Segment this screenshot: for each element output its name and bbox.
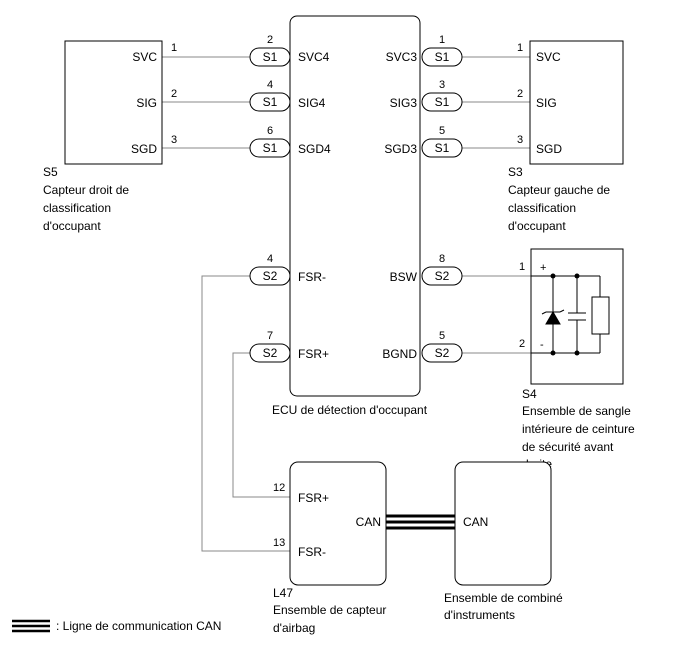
combination-meter-box: [454, 461, 552, 586]
legend-text: : Ligne de communication CAN: [56, 619, 221, 633]
s3-desc-line-2: classification: [508, 201, 576, 215]
svg-text:S1: S1: [263, 95, 278, 109]
s3-desc-line-1: Capteur gauche de: [508, 183, 610, 197]
l47-pin-12: 12: [273, 482, 285, 494]
connector-s2-left-2: S2: [249, 343, 291, 363]
s3-terminal-sgd: SGD: [536, 142, 562, 156]
ecu-terminal-sgd3: SGD3: [384, 142, 417, 156]
s4-diode-icon: [545, 311, 561, 325]
s4-pin-1: 1: [519, 261, 525, 273]
ecu-pin-right-2: 3: [439, 79, 445, 91]
wire-fsr-minus: [201, 275, 290, 552]
ecu-pin-left-2: 4: [267, 79, 273, 91]
s4-desc-line-1: Ensemble de sangle: [522, 404, 631, 418]
ecu-box: [289, 15, 421, 397]
connector-s1-left-2: S1: [249, 92, 291, 112]
s4-junction-dot: [574, 350, 580, 356]
l47-desc-line-2: d'airbag: [273, 621, 315, 635]
connector-s1-right-1: S1: [421, 47, 463, 67]
wires: [162, 56, 531, 552]
svg-text:S2: S2: [263, 269, 278, 283]
svg-text:S1: S1: [435, 141, 450, 155]
s4-switch-box: [530, 248, 624, 385]
ecu-terminal-bgnd: BGND: [382, 347, 417, 361]
s5-pin-3: 3: [171, 134, 177, 146]
s3-pin-3: 3: [517, 134, 523, 146]
ecu-pin-left-1: 2: [267, 34, 273, 46]
ecu-terminal-sig4: SIG4: [298, 96, 326, 110]
ecu-pin-right-5: 5: [439, 330, 445, 342]
s4-junction-dot: [550, 350, 556, 356]
ecu-name: ECU de détection d'occupant: [272, 403, 428, 417]
s3-sensor-box: [529, 40, 624, 165]
connector-s1-left-3: S1: [249, 138, 291, 158]
combi-terminal-can: CAN: [463, 515, 488, 529]
ecu-pin-left-4: 4: [267, 253, 273, 265]
ecu-terminal-sgd4: SGD4: [298, 142, 331, 156]
l47-terminal-fsr-plus: FSR+: [298, 491, 329, 505]
s5-desc-line-2: classification: [43, 201, 111, 215]
l47-terminal-can: CAN: [356, 515, 381, 529]
svg-text:S2: S2: [435, 346, 450, 360]
ecu-pin-left-5: 7: [267, 330, 273, 342]
s4-desc-line-2: intérieure de ceinture: [522, 422, 635, 436]
s3-terminal-svc: SVC: [536, 50, 561, 64]
s5-code: S5: [43, 165, 58, 179]
s5-pin-1: 1: [171, 42, 177, 54]
connector-s1-left-1: S1: [249, 47, 291, 67]
svg-text:S1: S1: [435, 95, 450, 109]
s4-pin-2: 2: [519, 338, 525, 350]
l47-code: L47: [273, 586, 293, 600]
s4-internal-circuit: [531, 275, 610, 354]
s5-desc-line-3: d'occupant: [43, 219, 101, 233]
s3-pin-2: 2: [517, 88, 523, 100]
s5-terminal-svc: SVC: [132, 50, 157, 64]
l47-terminal-fsr-minus: FSR-: [298, 545, 326, 559]
svg-text:S2: S2: [263, 346, 278, 360]
legend-can-line-icon: [12, 619, 50, 633]
ecu-pin-left-3: 6: [267, 125, 273, 137]
s4-junction-dot: [574, 273, 580, 279]
ecu-terminal-svc3: SVC3: [386, 50, 418, 64]
connector-s1-right-2: S1: [421, 92, 463, 112]
ecu-terminal-svc4: SVC4: [298, 50, 330, 64]
combi-desc-line-1: Ensemble de combiné: [444, 591, 563, 605]
ecu-pin-right-1: 1: [439, 34, 445, 46]
wire-fsr-plus: [232, 352, 290, 498]
l47-desc-line-1: Ensemble de capteur: [273, 603, 386, 617]
s4-code: S4: [522, 387, 537, 401]
s4-minus-sign: -: [540, 339, 544, 351]
ecu-terminal-fsr-plus: FSR+: [298, 347, 329, 361]
combi-desc-line-2: d'instruments: [444, 608, 515, 622]
s3-pin-1: 1: [517, 42, 523, 54]
l47-airbag-sensor-box: [289, 461, 387, 586]
connector-s2-right-1: S2: [421, 266, 463, 286]
s4-desc-line-3: de sécurité avant: [522, 440, 614, 454]
svg-text:S1: S1: [263, 141, 278, 155]
connector-s1-right-3: S1: [421, 138, 463, 158]
s5-sensor-box: [64, 40, 163, 165]
s5-terminal-sig: SIG: [136, 96, 157, 110]
s3-desc-line-3: d'occupant: [508, 219, 566, 233]
ecu-pin-right-3: 5: [439, 125, 445, 137]
can-bus: [386, 514, 455, 530]
svg-text:S1: S1: [435, 50, 450, 64]
ecu-terminal-bsw: BSW: [390, 270, 418, 284]
s5-terminal-sgd: SGD: [131, 142, 157, 156]
s4-plus-sign: +: [540, 262, 546, 274]
l47-pin-13: 13: [273, 537, 285, 549]
connector-s2-left-1: S2: [249, 266, 291, 286]
s3-code: S3: [508, 165, 523, 179]
ecu-terminal-sig3: SIG3: [390, 96, 418, 110]
s4-junction-dot: [550, 273, 556, 279]
ecu-pin-right-4: 8: [439, 253, 445, 265]
connector-s2-right-2: S2: [421, 343, 463, 363]
ecu-terminal-fsr-minus: FSR-: [298, 270, 326, 284]
s3-terminal-sig: SIG: [536, 96, 557, 110]
s5-desc-line-1: Capteur droit de: [43, 183, 129, 197]
svg-text:S2: S2: [435, 269, 450, 283]
s5-pin-2: 2: [171, 88, 177, 100]
svg-text:S1: S1: [263, 50, 278, 64]
